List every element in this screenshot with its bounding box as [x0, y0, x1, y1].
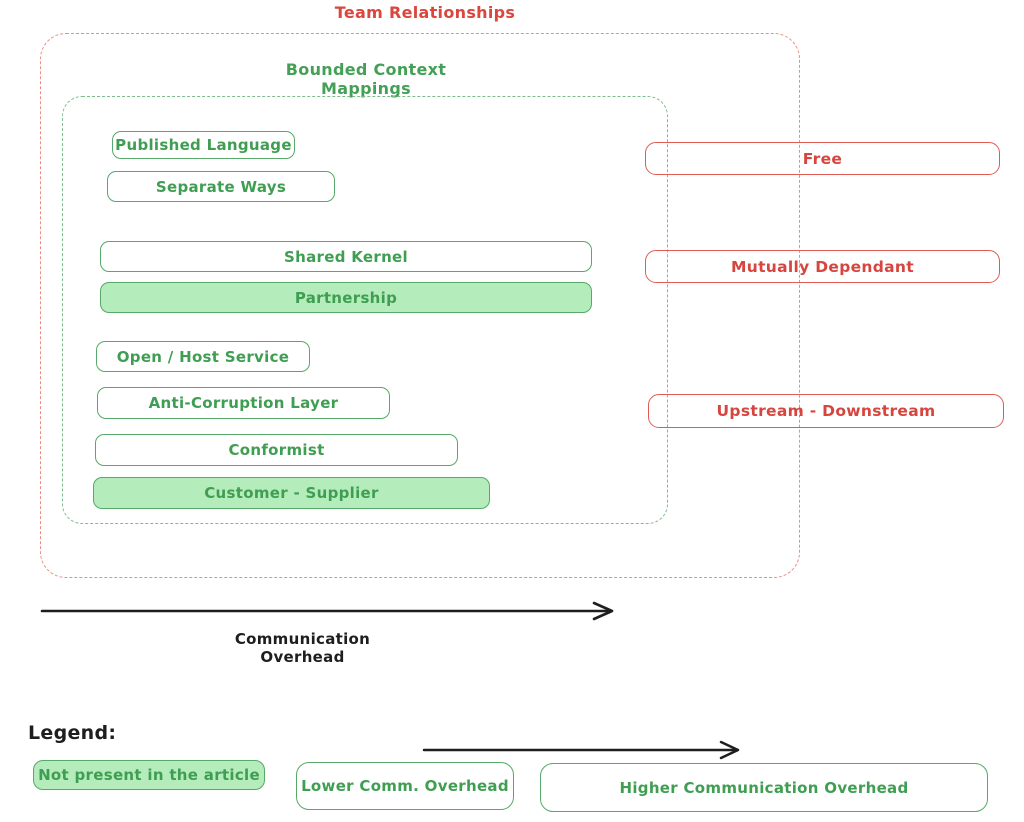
legend-item-higher-communication-overhead: Higher Communication Overhead	[540, 763, 988, 812]
relationship-box-upstream-downstream: Upstream - Downstream	[648, 394, 1004, 428]
communication-overhead-label: Communication Overhead	[234, 630, 371, 666]
mapping-box-shared-kernel: Shared Kernel	[100, 241, 592, 272]
team-relationships-group-rect	[40, 33, 800, 578]
communication-overhead-arrow-icon	[40, 601, 614, 621]
mapping-box-partnership: Partnership	[100, 282, 592, 313]
mapping-box-published-language: Published Language	[112, 131, 295, 159]
mapping-box-customer-supplier: Customer - Supplier	[93, 477, 490, 509]
legend-title: Legend:	[28, 722, 117, 744]
relationship-box-free: Free	[645, 142, 1000, 175]
diagram-title: Team Relationships	[334, 3, 516, 22]
legend-item-lower-comm-overhead: Lower Comm. Overhead	[296, 762, 514, 810]
diagram-subtitle: Bounded Context Mappings	[285, 60, 447, 98]
mapping-box-conformist: Conformist	[95, 434, 458, 466]
mapping-box-separate-ways: Separate Ways	[107, 171, 335, 202]
legend-overhead-arrow-icon	[422, 740, 740, 760]
relationship-box-mutually-dependant: Mutually Dependant	[645, 250, 1000, 283]
bounded-context-mappings-group-rect	[62, 96, 668, 524]
legend-item-not-present: Not present in the article	[33, 760, 265, 790]
mapping-box-anti-corruption-layer: Anti-Corruption Layer	[97, 387, 390, 419]
mapping-box-open-host-service: Open / Host Service	[96, 341, 310, 372]
